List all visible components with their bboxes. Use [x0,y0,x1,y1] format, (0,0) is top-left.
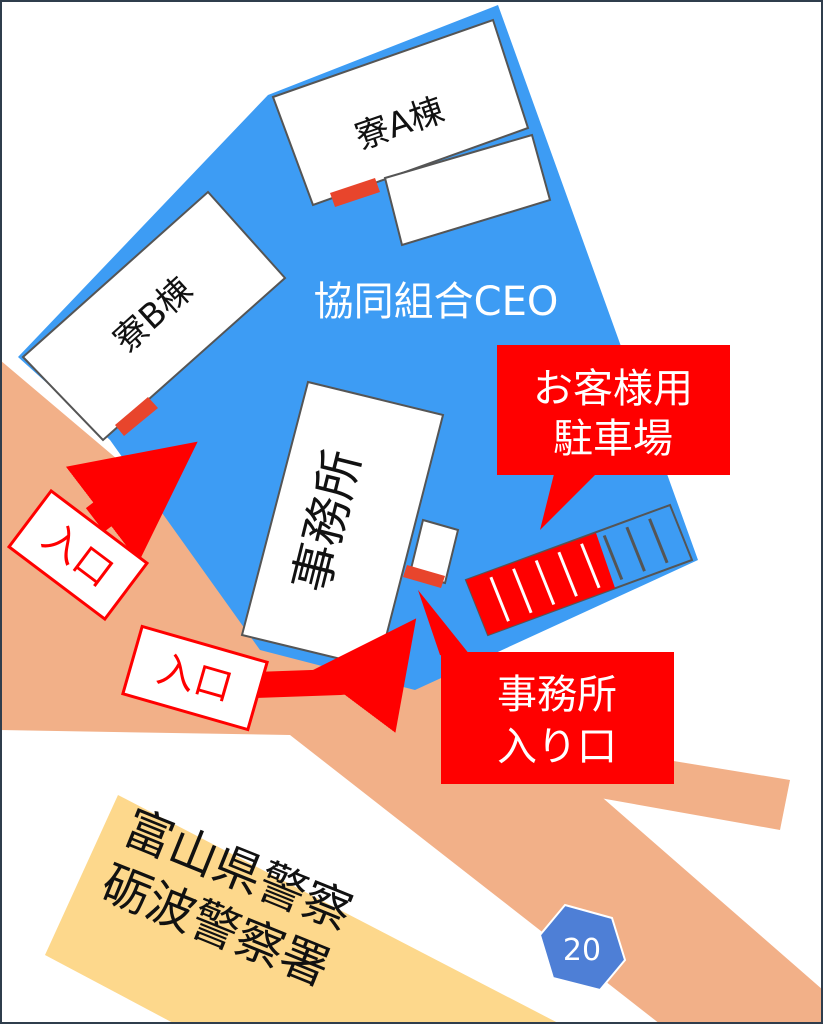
bottom-entrance-tag: 入口 [121,624,269,732]
parking-lot [464,503,694,637]
office-entrance-callout: 事務所 入り口 [418,590,674,784]
parking-stall-divider [489,576,510,622]
parking-stall-divider [557,551,578,597]
office-entrance-label-2: 入り口 [497,724,617,770]
left-entrance-arrow [65,441,198,563]
guest-parking-callout: お客様用 駐車場 [497,345,730,530]
route-20-badge: 20 [538,903,627,992]
parking-outline [464,503,694,637]
dorm-a-building [271,18,552,247]
dorm-b-building [21,190,287,442]
dorm-b-main [21,190,287,442]
office-entrance-label-1: 事務所 [497,672,617,718]
office-entry-box [408,518,460,585]
guest-parking-label-2: 駐車場 [553,416,673,462]
dorm-b-door [115,397,158,436]
parking-stall-divider [534,559,556,606]
parking-stall-divider [512,568,533,614]
dorm-a-door [330,178,380,207]
parking-stall-divider [602,534,624,581]
parking-stall-divider [648,518,669,564]
police-station-area [45,795,560,1024]
dorm-a-main [271,18,530,207]
office-building [240,380,460,670]
guest-parking-label-1: お客様用 [533,366,693,412]
office-door [403,565,445,588]
parking-stall-lines [489,518,669,622]
parking-stall-divider [625,526,646,572]
bottom-entrance-arrow [254,618,417,733]
site-name-label: 協同組合CEO [314,279,559,325]
route-number: 20 [563,933,601,968]
dorm-a-annex [383,133,552,247]
parking-stall-divider [580,543,601,589]
